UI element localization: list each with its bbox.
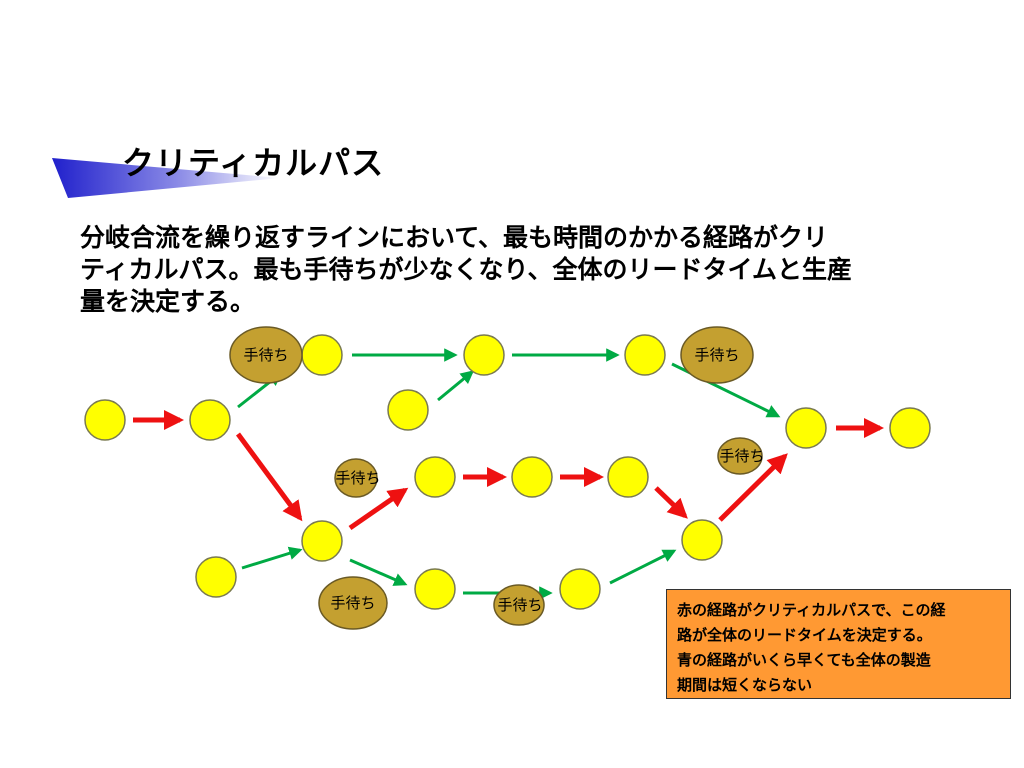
waiting-bubbles: 手待ち 手待ち 手待ち 手待ち 手待ち 手待ち: [229, 326, 765, 630]
normal-arrow: [437, 370, 475, 402]
normal-arrow: [241, 546, 303, 570]
title-accent-wedge: [52, 158, 280, 198]
waiting-label: 手待ち: [719, 447, 764, 465]
arrows: [133, 348, 884, 600]
waiting-bubble: 手待ち: [334, 458, 381, 498]
process-node: [195, 556, 237, 598]
note-line: 赤の経路がクリティカルパスで、この経: [677, 601, 946, 619]
body-line: 量を決定する。: [80, 287, 256, 316]
normal-arrow: [349, 558, 408, 586]
process-node: [559, 568, 601, 610]
process-node: [301, 334, 343, 376]
process-node: [387, 389, 429, 431]
waiting-bubble: 手待ち: [717, 437, 765, 475]
nodes: [84, 334, 931, 610]
slide-title: クリティカルパス: [122, 144, 385, 182]
process-node: [511, 456, 553, 498]
process-node: [189, 399, 231, 441]
note-box: 赤の経路がクリティカルパスで、この経 路が全体のリードタイムを決定する。 青の経…: [666, 589, 1011, 699]
process-node: [463, 334, 505, 376]
waiting-label: 手待ち: [694, 346, 739, 364]
waiting-label: 手待ち: [330, 594, 375, 612]
waiting-bubble: 手待ち: [680, 326, 754, 384]
waiting-bubble: 手待ち: [493, 584, 545, 626]
waiting-bubble: 手待ち: [229, 326, 303, 384]
note-line: 期間は短くならない: [677, 676, 813, 694]
process-node: [624, 334, 666, 376]
waiting-bubble: 手待ち: [318, 576, 388, 630]
critical-arrow: [718, 453, 788, 522]
slide-body-text: 分岐合流を繰り返すラインにおいて、最も時間のかかる経路がクリ ティカルパス。最も…: [80, 222, 980, 318]
process-node: [301, 520, 343, 562]
note-line: 路が全体のリードタイムを決定する。: [677, 626, 932, 644]
process-node: [414, 568, 456, 610]
process-node: [681, 519, 723, 561]
waiting-label: 手待ち: [497, 596, 542, 614]
process-node: [84, 399, 126, 441]
process-node: [889, 407, 931, 449]
waiting-label: 手待ち: [335, 469, 380, 487]
body-line: 分岐合流を繰り返すラインにおいて、最も時間のかかる経路がクリ: [80, 223, 829, 252]
note-line: 青の経路がいくら早くても全体の製造: [677, 651, 931, 669]
waiting-label: 手待ち: [243, 346, 288, 364]
critical-arrow: [235, 432, 303, 522]
critical-arrow: [348, 487, 409, 531]
normal-arrow: [609, 549, 677, 585]
critical-arrow: [654, 486, 688, 519]
process-node: [785, 407, 827, 449]
body-line: ティカルパス。最も手待ちが少なくなり、全体のリードタイムと生産: [80, 255, 853, 284]
process-node: [607, 456, 649, 498]
process-node: [414, 456, 456, 498]
